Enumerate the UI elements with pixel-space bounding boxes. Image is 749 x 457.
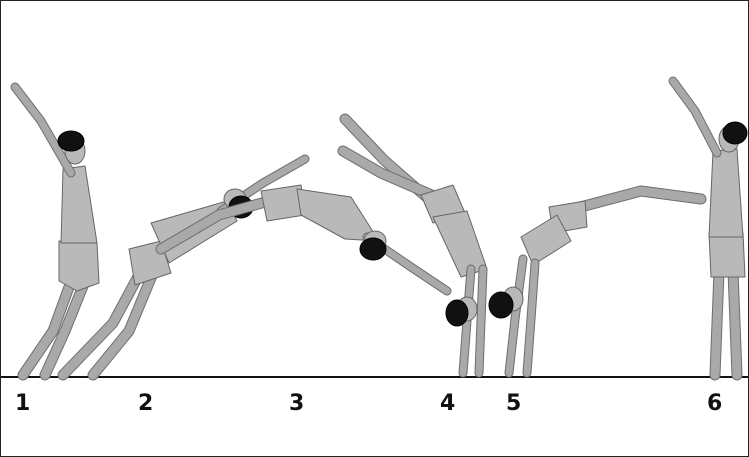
gymnast-step-1 [15,87,99,375]
step-label-4: 4 [440,393,455,415]
gymnast-step-6 [673,81,747,375]
step-label-2: 2 [138,393,153,415]
step-label-1: 1 [15,393,30,415]
step-label-3: 3 [289,393,304,415]
step-label-5: 5 [506,393,521,415]
step-label-6: 6 [707,393,722,415]
gymnast-step-5 [489,191,701,373]
